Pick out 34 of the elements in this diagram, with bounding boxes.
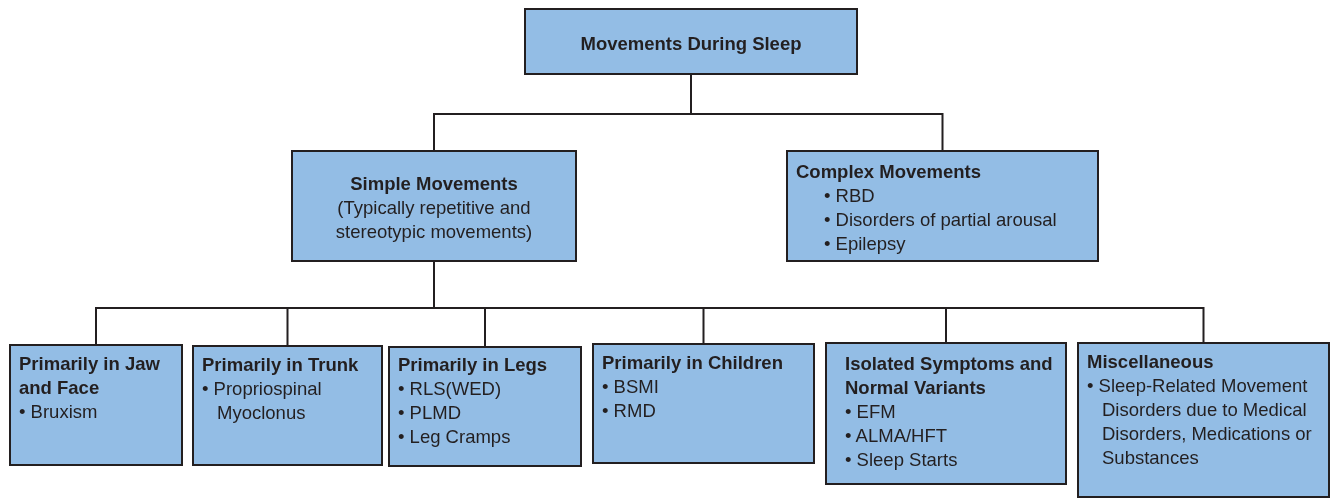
category-box	[524, 8, 858, 75]
category-box	[388, 346, 582, 467]
category-heading: Primarily in Jaw and Face	[19, 352, 161, 400]
list-item: • RMD	[602, 399, 657, 423]
list-item: • Propriospinal Myoclonus	[202, 377, 323, 425]
list-item: • Epilepsy	[824, 232, 907, 256]
category-box	[592, 343, 815, 464]
category-heading: Primarily in Legs	[398, 353, 549, 377]
category-heading: Complex Movements	[796, 160, 983, 184]
category-heading: Isolated Symptoms and Normal Variants	[845, 352, 1054, 400]
category-heading: Primarily in Children	[602, 351, 784, 375]
category-box	[9, 344, 183, 466]
list-item: • Disorders of partial arousal	[824, 208, 1058, 232]
list-item: • RLS(WED)	[398, 377, 503, 401]
list-item: • RBD	[824, 184, 876, 208]
category-box	[786, 150, 1099, 262]
category-heading: Simple Movements	[349, 172, 519, 196]
category-box	[192, 345, 383, 466]
category-heading: Primarily in Trunk	[202, 353, 360, 377]
category-box	[825, 342, 1067, 485]
connector-line	[690, 74, 944, 151]
list-item: • ALMA/HFT	[845, 424, 949, 448]
category-box	[291, 150, 577, 262]
category-heading: Movements During Sleep	[579, 32, 803, 56]
category-heading: Miscellaneous	[1087, 350, 1215, 374]
category-box	[1077, 342, 1330, 498]
list-item: • Sleep Starts	[845, 448, 959, 472]
list-item: • Leg Cramps	[398, 425, 512, 449]
category-note: (Typically repetitive and stereotypic movements)	[334, 196, 534, 244]
list-item: • Sleep-Related Movement Disorders due to Medical Disorders, Medications or Substances	[1087, 374, 1313, 470]
list-item: • BSMI	[602, 375, 660, 399]
list-item: • Bruxism	[19, 400, 99, 424]
list-item: • PLMD	[398, 401, 462, 425]
list-item: • EFM	[845, 400, 897, 424]
